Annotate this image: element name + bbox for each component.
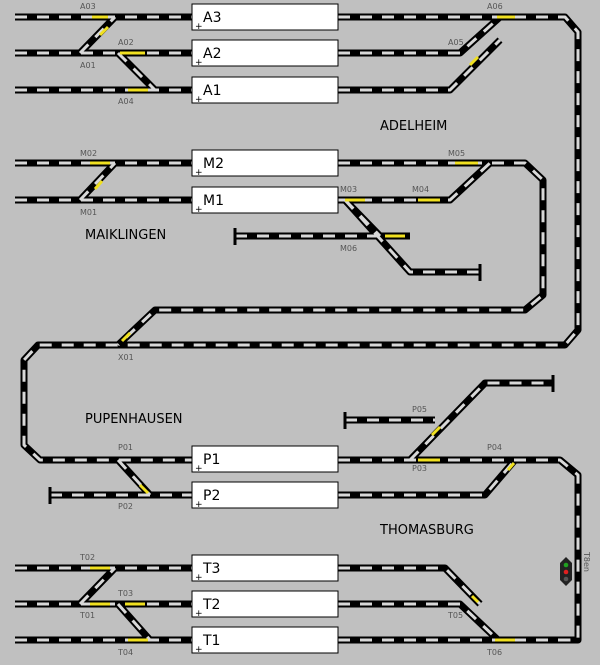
block-t1-marker: + [195,645,203,655]
switch-p01[interactable]: P01 [118,443,133,452]
switch-t01[interactable]: T01 [79,611,95,620]
block-a3-marker: + [195,22,203,32]
block-t3-label: T3 [202,561,220,577]
station-adelheim: ADELHEIM [380,119,447,134]
switch-p03[interactable]: P03 [412,464,427,473]
station-thomasburg: THOMASBURG [379,523,474,538]
switch-m06[interactable]: M06 [340,244,357,253]
switch-p04[interactable]: P04 [487,443,502,452]
switch-a06[interactable]: A06 [487,2,503,11]
block-t3-marker: + [195,573,203,583]
switch-m03[interactable]: M03 [340,185,357,194]
track-network [15,13,582,644]
block-m1-marker: + [195,205,203,215]
switch-x01[interactable]: X01 [118,353,134,362]
station-pupenhausen: PUPENHAUSEN [85,412,183,427]
block-m1[interactable]: M1 + [191,186,339,215]
block-t2-label: T2 [202,597,220,613]
block-a1-label: A1 [203,83,221,99]
block-m2[interactable]: M2 + [191,149,339,178]
block-m2-marker: + [195,168,203,178]
block-t3[interactable]: T3 + [191,554,339,583]
switch-m04[interactable]: M04 [412,185,429,194]
station-maiklingen: MAIKLINGEN [85,228,166,243]
block-m1-label: M1 [203,193,224,209]
block-t1-label: T1 [202,633,220,649]
switch-t04[interactable]: T04 [117,648,133,657]
switch-m01[interactable]: M01 [80,208,97,217]
signal-t8en[interactable]: T8en [560,551,591,586]
block-a1-marker: + [195,95,203,105]
block-a3[interactable]: A3 + [191,3,339,32]
block-a1[interactable]: A1 + [191,76,339,105]
switch-a02[interactable]: A02 [118,38,134,47]
switch-t03[interactable]: T03 [117,589,133,598]
switch-t05[interactable]: T05 [447,611,463,620]
block-p2-marker: + [195,500,203,510]
block-a3-label: A3 [203,10,221,26]
signal-off-lamp [563,576,569,582]
signal-label: T8en [582,551,591,572]
switch-t02[interactable]: T02 [79,553,95,562]
block-t2[interactable]: T2 + [191,590,339,619]
switch-a01[interactable]: A01 [80,61,96,70]
block-t1[interactable]: T1 + [191,626,339,655]
switch-t06[interactable]: T06 [486,648,502,657]
block-a2[interactable]: A2 + [191,39,339,68]
block-p2[interactable]: P2 + [191,481,339,510]
switch-a04[interactable]: A04 [118,97,134,106]
signal-green-lamp [563,562,569,568]
switch-p05[interactable]: P05 [412,405,427,414]
block-p1-label: P1 [203,452,220,468]
block-p1-marker: + [195,464,203,474]
switch-a03[interactable]: A03 [80,2,96,11]
switch-m02[interactable]: M02 [80,149,97,158]
block-p1[interactable]: P1 + [191,445,339,474]
signal-red-lamp [563,569,569,575]
block-t2-marker: + [195,609,203,619]
switch-p02[interactable]: P02 [118,502,133,511]
block-m2-label: M2 [203,156,224,172]
block-a2-label: A2 [203,46,221,62]
switch-a05[interactable]: A05 [448,38,464,47]
switch-m05[interactable]: M05 [448,149,465,158]
block-p2-label: P2 [203,488,220,504]
block-a2-marker: + [195,58,203,68]
